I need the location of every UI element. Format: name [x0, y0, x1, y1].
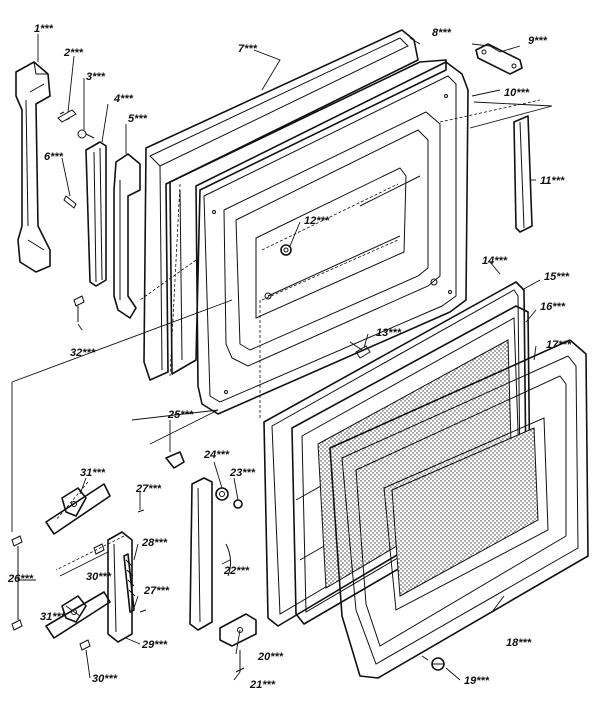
outer-door-panel-part-7 — [143, 29, 447, 381]
screw-parts-6-32 — [63, 195, 85, 322]
label-part-18: 18*** — [506, 637, 532, 649]
label-part-15: 15*** — [544, 271, 570, 283]
part-labels: 1*** 2*** 3*** 4*** 5*** 6*** 7*** 8*** … — [7, 23, 572, 691]
label-part-25: 25*** — [167, 409, 194, 421]
fastener-parts-2-3 — [57, 109, 95, 139]
label-part-22: 22*** — [223, 565, 250, 577]
label-part-20: 20*** — [257, 651, 284, 663]
label-part-28: 28*** — [141, 537, 168, 549]
trim-strip-part-4 — [85, 141, 107, 287]
screw-part-19 — [421, 655, 445, 671]
label-part-27-lower: 27*** — [143, 585, 170, 597]
label-part-9: 9*** — [528, 35, 548, 47]
fastener-part-12 — [280, 244, 292, 256]
label-part-10: 10*** — [504, 87, 530, 99]
label-part-16: 16*** — [540, 301, 566, 313]
handle-part-1 — [15, 61, 51, 273]
clip-part-25 — [131, 409, 219, 469]
label-part-27-upper: 27*** — [135, 483, 162, 495]
label-part-24: 24*** — [203, 449, 230, 461]
screw-part-13 — [349, 341, 371, 359]
label-part-12: 12*** — [304, 215, 330, 227]
label-part-3: 3*** — [86, 71, 106, 83]
label-part-8: 8*** — [432, 27, 452, 39]
window-frame-part-17-18 — [329, 339, 589, 679]
label-part-17: 17*** — [546, 339, 572, 351]
label-part-31-lower: 31*** — [40, 611, 66, 623]
label-part-1: 1*** — [34, 23, 54, 35]
label-part-29: 29*** — [141, 639, 168, 651]
label-part-30-lower: 30*** — [92, 673, 118, 685]
label-part-11: 11*** — [540, 175, 565, 187]
label-part-14: 14*** — [482, 255, 508, 267]
bracket-part-9 — [475, 43, 523, 75]
inner-door-frame-part-8-10 — [195, 61, 469, 415]
label-part-30-upper: 30*** — [86, 571, 112, 583]
label-part-7: 7*** — [238, 43, 258, 55]
bracket-part-20 — [219, 613, 257, 673]
strip-part-11 — [513, 115, 533, 233]
hinge-strip-part-22 — [189, 477, 232, 631]
fasteners-part-23-24 — [215, 487, 243, 509]
label-part-2: 2*** — [63, 47, 84, 59]
label-part-23: 23*** — [229, 467, 256, 479]
label-part-19: 19*** — [464, 675, 490, 687]
label-part-32: 32*** — [70, 347, 96, 359]
label-part-26: 26*** — [7, 573, 34, 585]
label-part-13: 13*** — [376, 327, 402, 339]
label-part-6: 6*** — [44, 151, 64, 163]
label-part-21: 21*** — [249, 679, 276, 691]
handle-bar-part-5 — [113, 153, 141, 319]
label-part-4: 4*** — [113, 93, 134, 105]
leader-lines — [11, 34, 553, 681]
label-part-5: 5*** — [128, 113, 148, 125]
label-part-31-upper: 31*** — [80, 467, 106, 479]
latch-assembly — [11, 483, 147, 651]
